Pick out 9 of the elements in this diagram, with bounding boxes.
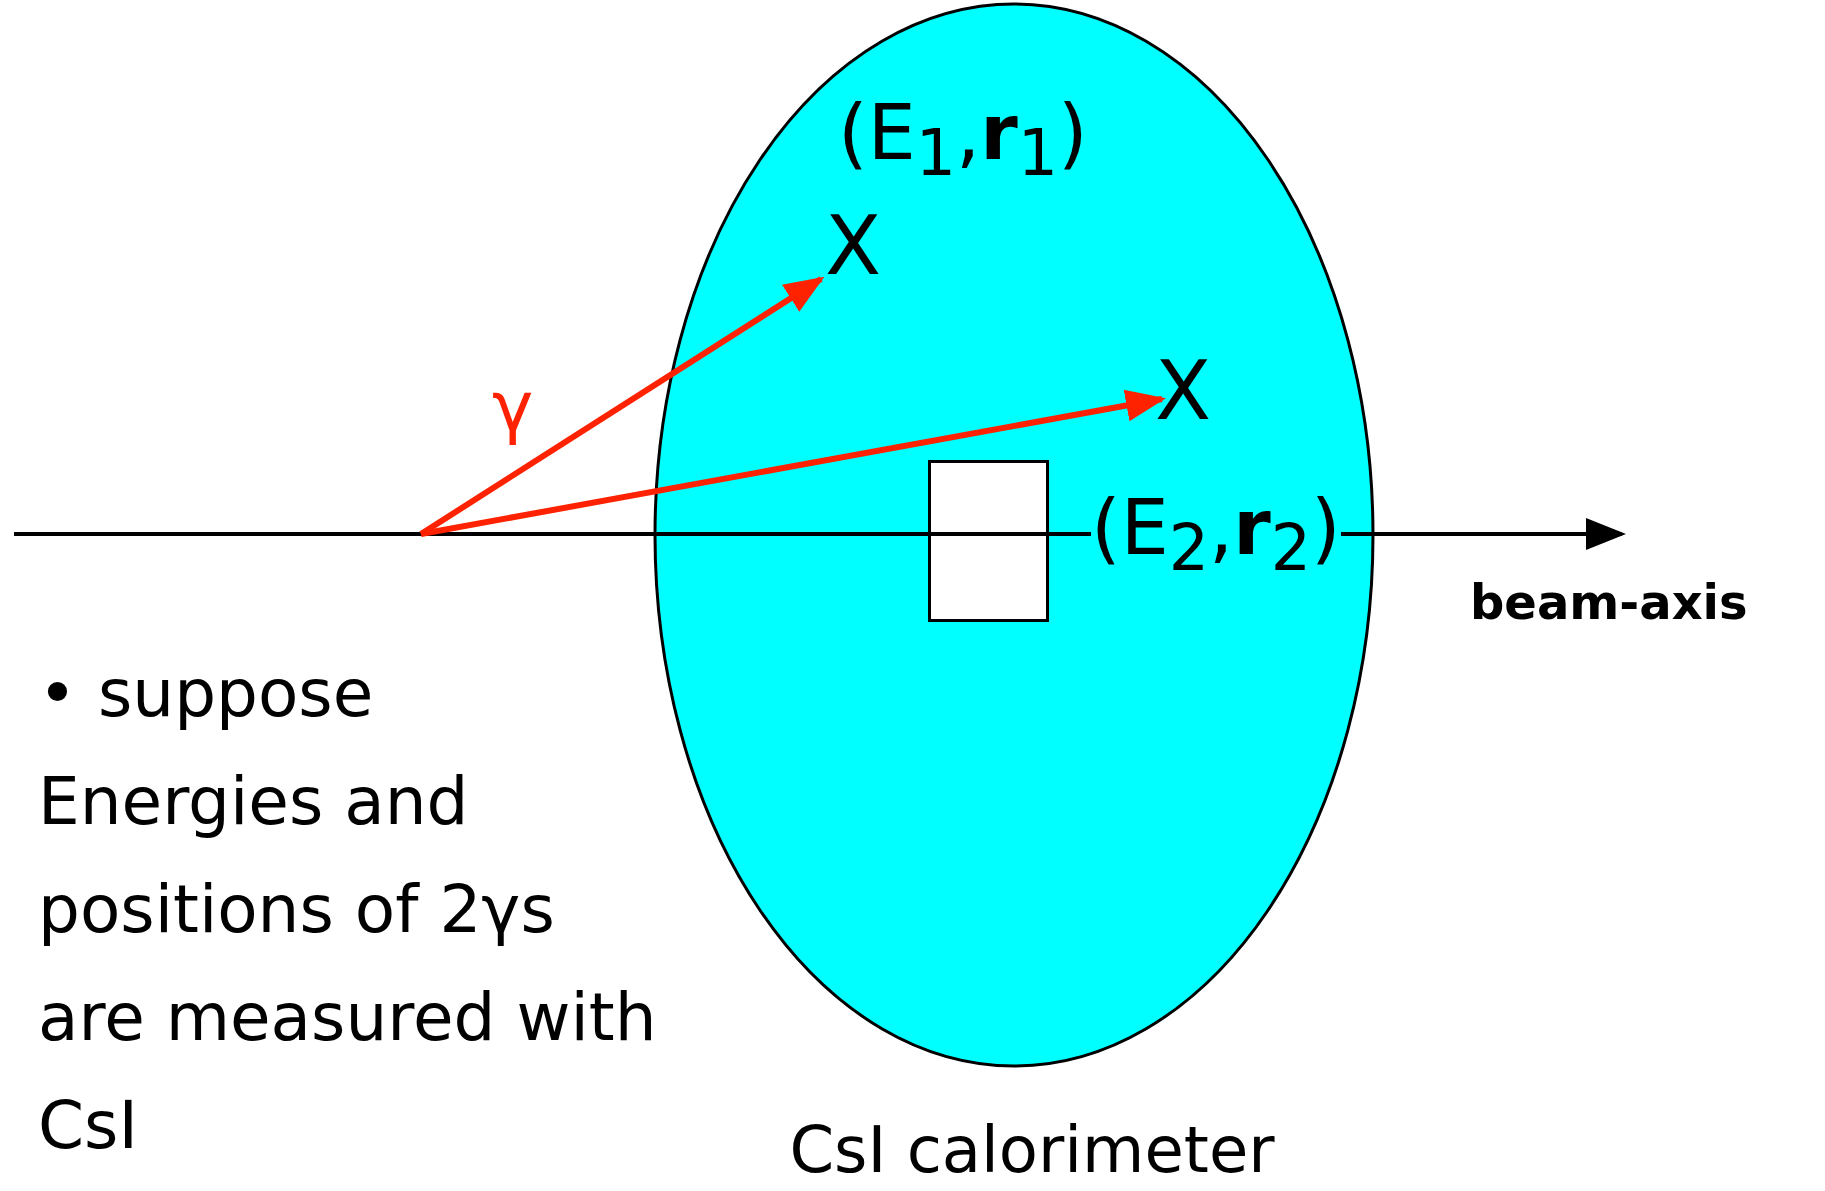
hit-cross-mark: X: [825, 205, 882, 287]
photon-arrow: [420, 389, 1166, 537]
crystal-box: [928, 460, 1049, 622]
axis-label: beam-axis: [1470, 578, 1748, 626]
caption-label: CsI calorimeter: [789, 1118, 1275, 1182]
hit-cross-mark: X: [1155, 350, 1212, 432]
calorimeter-ellipse: [653, 2, 1375, 1068]
hit-label: (E$_{1}$,r$_{1}$): [838, 95, 1088, 186]
note-text: • suppose Energies and positions of 2γs are measured with CsI: [38, 654, 658, 1166]
